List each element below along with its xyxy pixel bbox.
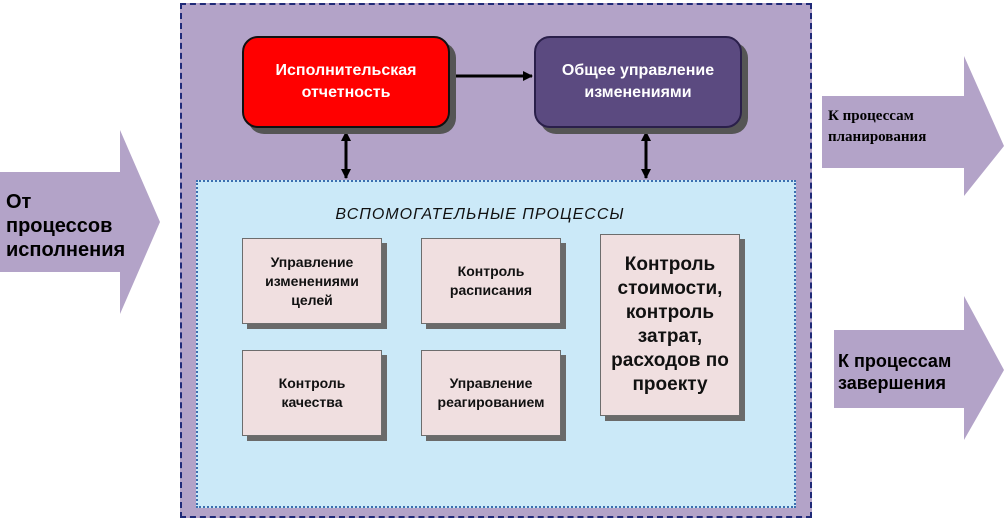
- executive-reporting-box: Исполнительская отчетность: [242, 36, 450, 128]
- input-label-line: процессов: [6, 215, 113, 237]
- finishing-label-line: К процессам: [838, 351, 952, 371]
- response-control-box: Управление реагированием: [421, 350, 561, 436]
- process-label-line: целей: [291, 291, 333, 308]
- process-label-line: реагированием: [437, 394, 545, 410]
- input-arrow-label: От процессов исполнения: [6, 190, 125, 262]
- change-management-box: Общее управление изменениями: [534, 36, 742, 128]
- planning-arrow-label: К процессам планирования: [828, 106, 926, 148]
- finishing-block-arrow: [834, 296, 1004, 440]
- box-label-line: отчетность: [301, 84, 391, 101]
- box-label-line: Общее управление: [561, 62, 715, 79]
- process-label-line: качества: [281, 394, 343, 410]
- process-label-line: Контроль: [278, 375, 346, 391]
- planning-block-arrow: [822, 56, 1004, 196]
- process-label-line: расходов по: [611, 350, 729, 371]
- input-label-line: исполнения: [6, 239, 126, 261]
- box-label-line: Исполнительская: [275, 62, 417, 79]
- process-label-line: Контроль: [457, 263, 525, 279]
- process-label-line: стоимости,: [617, 278, 723, 299]
- input-label-line: От: [6, 191, 32, 213]
- process-label-line: Контроль: [624, 254, 716, 275]
- cost-control-box: Контроль стоимости, контроль затрат, рас…: [600, 234, 740, 416]
- quality-control-box: Контроль качества: [242, 350, 382, 436]
- planning-label-line: К процессам: [828, 108, 914, 124]
- schedule-control-box: Контроль расписания: [421, 238, 561, 324]
- process-label-line: расписания: [449, 282, 533, 298]
- planning-label-line: планирования: [828, 129, 927, 145]
- process-label-line: проекту: [632, 374, 708, 395]
- box-label-line: изменениями: [584, 84, 692, 101]
- process-label-line: изменениями: [265, 272, 359, 289]
- finishing-label-line: завершения: [838, 373, 947, 393]
- support-processes-title: ВСПОМОГАТЕЛЬНЫЕ ПРОЦЕССЫ: [335, 206, 625, 223]
- process-label-line: Управление: [449, 375, 533, 391]
- scope-change-control-box: Управление изменениями целей: [242, 238, 382, 324]
- process-label-line: затрат,: [637, 326, 703, 347]
- process-label-line: контроль: [625, 302, 715, 323]
- finishing-arrow-label: К процессам завершения: [838, 350, 951, 394]
- process-label-line: Управление: [270, 253, 354, 270]
- input-block-arrow: [0, 130, 160, 314]
